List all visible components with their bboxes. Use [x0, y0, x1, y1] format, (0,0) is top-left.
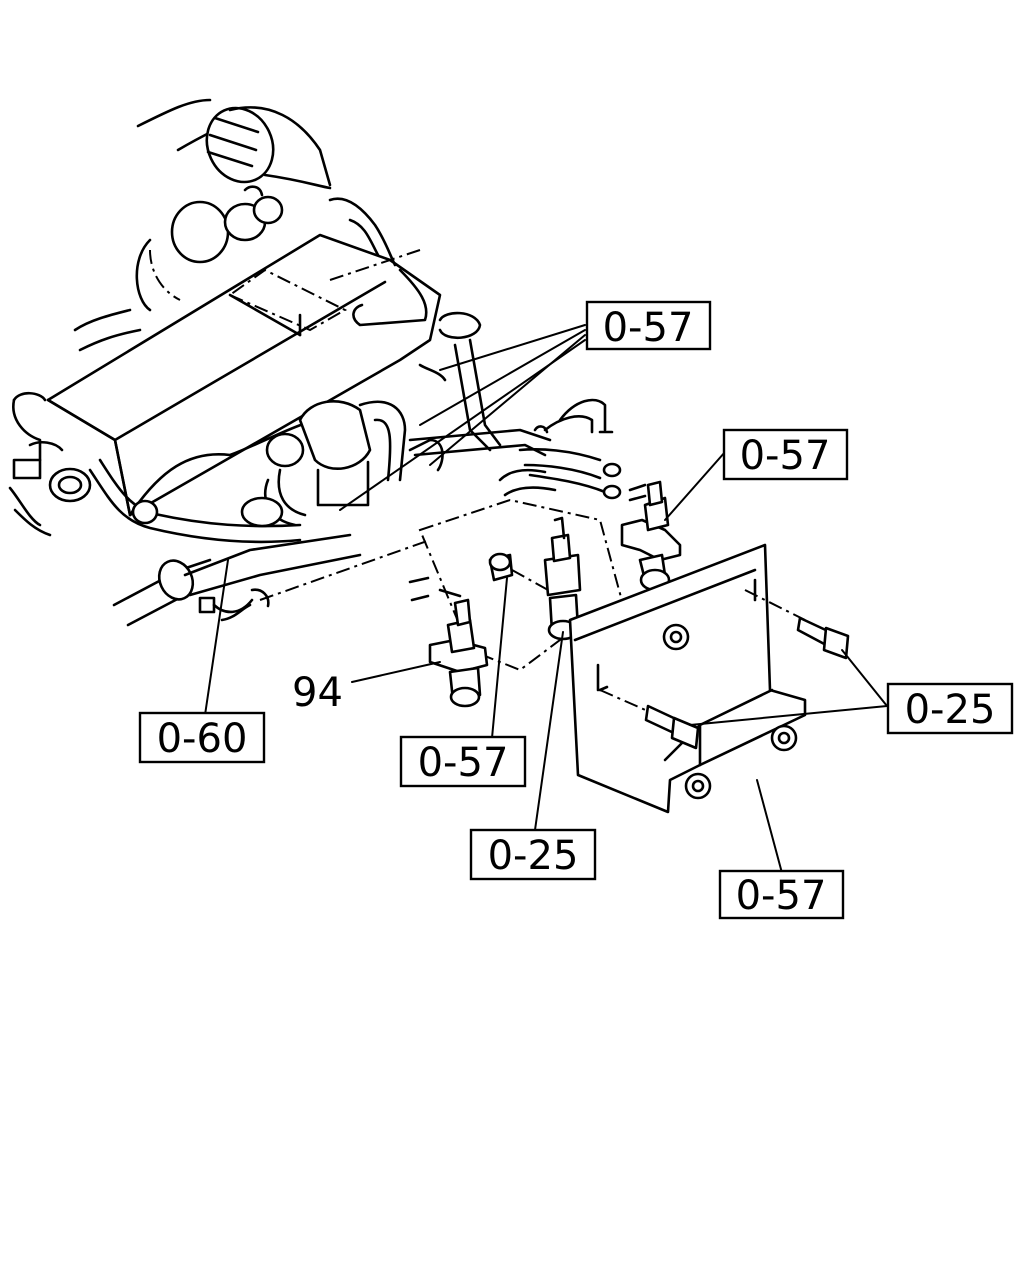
callout-text: 0-25	[905, 687, 996, 733]
vsv-assembly	[408, 480, 850, 814]
callout-text: 0-57	[740, 433, 831, 479]
callout-c2: 0-57	[722, 428, 849, 481]
callout-c6: 0-25	[469, 828, 597, 881]
part-number-label: 94	[292, 670, 343, 716]
callout-text: 0-25	[488, 833, 579, 879]
callout-c3: 0-25	[886, 682, 1014, 735]
callout-c7: 0-57	[718, 869, 845, 920]
callout-c4: 0-60	[138, 711, 266, 764]
callout-c5: 0-57	[399, 735, 527, 788]
callout-text: 0-57	[418, 740, 509, 786]
callout-c1: 0-57	[585, 300, 712, 351]
callout-text: 0-57	[736, 873, 827, 919]
leader-lines	[204, 324, 888, 874]
callout-text: 0-60	[157, 716, 248, 762]
callout-text: 0-57	[603, 305, 694, 351]
engine-assembly	[8, 98, 622, 627]
